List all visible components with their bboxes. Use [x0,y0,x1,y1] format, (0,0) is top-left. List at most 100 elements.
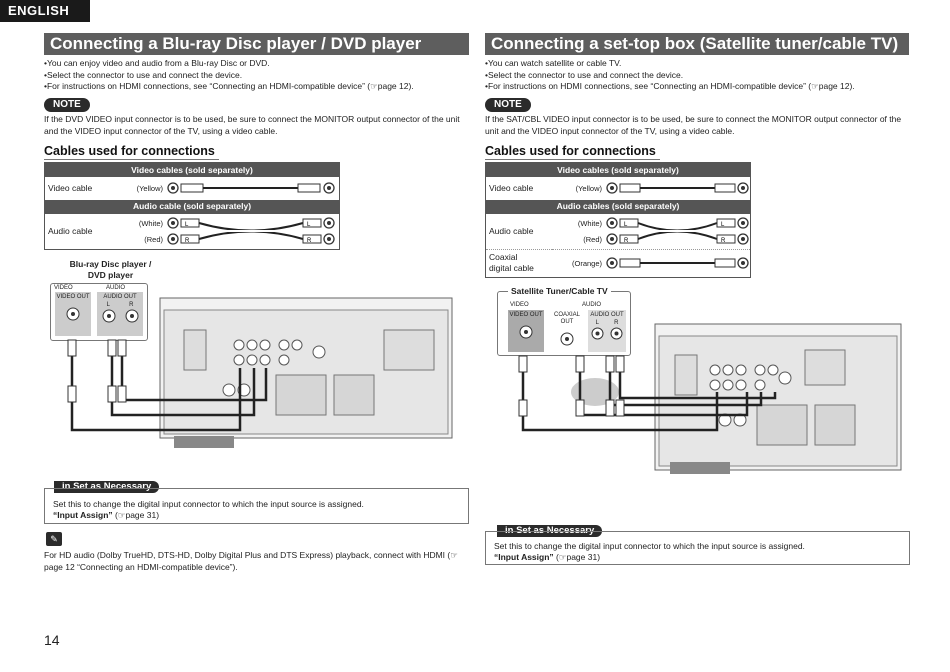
rca-cable-icon [606,182,749,194]
jack-icon [610,327,623,340]
left-panel-video-out-label: VIDEO OUT [56,294,90,300]
rca-cable-icon: R R [167,232,335,245]
left-panel-video-label: VIDEO [54,285,73,291]
right-panel-coaxial-out-label: COAXIAL OUT [553,312,580,325]
right-panel-audio-out-label: AUDIO OUT [590,312,624,318]
left-device-line2: DVD player [87,270,134,280]
left-device-line1: Blu-ray Disc player / [69,259,152,269]
svg-text:R: R [185,238,190,244]
svg-text:L: L [307,222,311,228]
rca-cable-icon [167,182,335,194]
left-video-cable-graphic: (Yellow) [113,176,340,200]
left-cables-table: Video cables (sold separately) Video cab… [44,162,340,250]
pencil-icon: ✎ [46,532,62,546]
right-panel-r: R [614,320,619,326]
right-coaxial-color: (Orange) [571,258,602,268]
svg-text:R: R [307,238,312,244]
left-audio-white: (White) [138,218,163,228]
left-video-header: Video cables (sold separately) [44,162,340,177]
right-set-page: (☞page 31) [556,552,601,562]
right-panel-video-out: VIDEO OUT [508,310,544,352]
right-panel-audio-label: AUDIO [582,302,602,308]
right-page-title: Connecting a set-top box (Satellite tune… [485,33,909,55]
right-panel-audio-out: AUDIO OUT L R [588,310,626,352]
right-cables-title: Cables used for connections [485,144,660,160]
right-connection-diagram [518,323,902,474]
right-bullet-2: Select the connector to use and connect … [485,70,909,82]
left-panel-audio-out: AUDIO OUT L R [97,292,143,336]
left-bullet-list: You can enjoy video and audio from a Blu… [44,58,469,93]
jack-icon [560,332,574,346]
left-cables-title: Cables used for connections [44,144,219,160]
jack-icon [102,309,115,323]
left-connection-diagram [67,297,453,448]
right-panel-coaxial-out: COAXIAL OUT [550,310,584,352]
left-audio-red: (Red) [144,234,163,244]
left-set-page: (☞page 31) [115,510,160,520]
jack-icon [519,325,533,339]
left-bullet-2: Select the connector to use and connect … [44,70,469,82]
right-cables-table: Video cables (sold separately) Video cab… [485,162,751,278]
left-set-label: in Set as Necessary [54,481,160,493]
language-tab: ENGLISH [0,0,90,22]
right-set-box: Set this to change the digital input con… [485,531,910,565]
right-coaxial-cable-graphic: (Orange) [552,248,751,277]
right-bullet-1: You can watch satellite or cable TV. [485,58,909,70]
left-video-color: (Yellow) [136,183,163,193]
right-video-cable-graphic: (Yellow) [552,176,751,200]
left-memo-text: For HD audio (Dolby TrueHD, DTS-HD, Dolb… [44,550,458,572]
svg-text:L: L [624,222,628,228]
right-audio-white: (White) [577,218,602,228]
right-note-text: If the SAT/CBL VIDEO input connector is … [485,114,902,136]
right-video-header: Video cables (sold separately) [485,162,751,177]
right-device-panel: Satellite Tuner/Cable TV VIDEO AUDIO VID… [497,286,631,356]
left-device-panel: VIDEO AUDIO VIDEO OUT AUDIO OUT L R [50,283,148,341]
right-note-label: NOTE [485,98,531,112]
left-panel-video-out: VIDEO OUT [55,292,91,336]
svg-text:L: L [185,222,189,228]
right-audio-header: Audio cables (sold separately) [485,199,751,213]
left-audio-cable-name: Audio cable [44,212,113,249]
page-number: 14 [44,632,60,648]
left-panel-l: L [106,302,110,308]
jack-icon [66,307,80,321]
right-coaxial-line2: digital cable [489,263,534,273]
left-note-label: NOTE [44,98,90,112]
left-set-box: Set this to change the digital input con… [44,488,469,524]
jack-icon [125,309,138,323]
left-panel-audio-out-label: AUDIO OUT [103,294,137,300]
right-panel-video-label: VIDEO [510,302,529,308]
left-audio-header: Audio cable (sold separately) [44,199,340,213]
left-page-title: Connecting a Blu-ray Disc player / DVD p… [44,33,469,55]
right-video-color: (Yellow) [575,183,602,193]
right-bullet-3: For instructions on HDMI connections, se… [485,81,909,93]
svg-text:L: L [721,222,725,228]
right-set-text: Set this to change the digital input con… [494,541,805,551]
right-coaxial-line1: Coaxial [489,252,518,262]
left-panel-audio-label: AUDIO [106,285,126,291]
rca-cable-icon: L L [167,217,335,230]
right-audio-cable-name: Audio cable [485,212,552,249]
rca-cable-icon: R R [606,232,749,245]
rca-cable-icon: L L [606,217,749,230]
left-set-link[interactable]: “Input Assign” [53,510,113,520]
left-video-cable-name: Video cable [44,176,113,200]
right-panel-video-out-label: VIDEO OUT [509,312,543,318]
left-device-label: Blu-ray Disc player / DVD player [44,259,177,281]
left-panel-r: R [129,302,134,308]
left-set-text: Set this to change the digital input con… [53,499,364,509]
right-panel-l: L [595,320,599,326]
right-audio-red: (Red) [583,234,602,244]
right-set-link[interactable]: “Input Assign” [494,552,554,562]
svg-text:R: R [624,238,629,244]
right-bullet-list: You can watch satellite or cable TV. Sel… [485,58,909,93]
left-bullet-3: For instructions on HDMI connections, se… [44,81,469,93]
coaxial-cable-icon [606,257,749,269]
left-note-text: If the DVD VIDEO input connector is to b… [44,114,460,136]
right-audio-cable-graphic: (White) L L (Red) R R [552,212,751,249]
right-video-cable-name: Video cable [485,176,552,200]
right-device-label: Satellite Tuner/Cable TV [508,286,611,296]
svg-text:R: R [721,238,726,244]
right-coaxial-cable-name: Coaxial digital cable [485,248,552,277]
left-bullet-1: You can enjoy video and audio from a Blu… [44,58,469,70]
